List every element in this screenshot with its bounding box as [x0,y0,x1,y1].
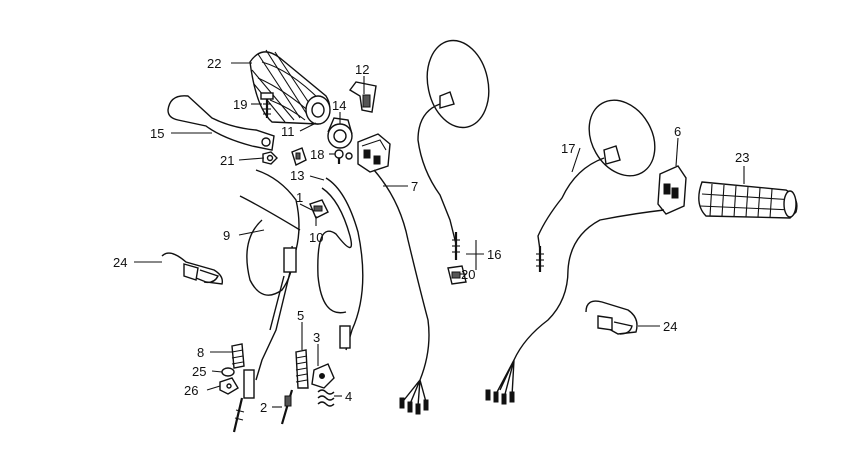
switch-wire-ends-left [399,397,429,415]
switch-wire-ends-right [485,389,515,405]
callout-20: 20 [461,267,475,282]
callout-24-right: 24 [663,319,677,334]
callout-18: 18 [310,147,324,162]
callout-1: 1 [296,190,303,205]
switch-housing [357,133,391,173]
switch-wiring-right [495,209,665,399]
callout-16: 16 [487,247,501,262]
callout-11: 11 [281,124,295,139]
callout-4: 4 [345,389,352,404]
right-switch [657,165,687,215]
callout-8: 8 [197,345,204,360]
callout-7: 7 [411,179,418,194]
clutch-cable-end [232,369,255,433]
callout-9: 9 [223,228,230,243]
callout-14: 14 [332,98,346,113]
callout-12: 12 [355,62,369,77]
adjuster-26 [219,377,239,395]
callout-13: 13 [290,168,304,183]
cable-end-2 [280,389,294,425]
callout-17: 17 [561,141,575,156]
callout-labels: 22 12 19 14 15 11 21 18 13 1 7 10 9 24 1… [113,56,749,415]
lever-nut [262,151,278,165]
callout-21: 21 [220,153,234,168]
adjuster-spring-5 [295,349,309,389]
left-mirror [417,39,490,260]
mirror-adapter [447,265,467,285]
callout-19: 19 [233,97,247,112]
callout-3: 3 [313,330,320,345]
throttle-grip [249,49,331,125]
callout-25: 25 [192,364,206,379]
lever-bolt [260,92,274,118]
cable-clip [309,199,329,219]
callout-24-left: 24 [113,255,127,270]
switch-wiring-left [373,169,430,407]
callout-6: 6 [674,124,681,139]
cable-holder-left [161,252,224,285]
callout-10: 10 [309,230,323,245]
spring-8 [231,343,245,369]
right-mirror [536,99,656,272]
lever-bracket [348,81,377,113]
callout-26: 26 [184,383,198,398]
clutch-lever [167,95,275,151]
spring-4 [317,389,335,407]
leader-lines [134,62,745,408]
cable-adjuster [291,147,307,166]
callout-22: 22 [207,56,221,71]
cable-joint-3 [311,363,335,389]
adjuster-nut-25 [221,367,235,377]
throttle-cable [317,177,364,351]
callout-23: 23 [735,150,749,165]
cable-holder-right [585,300,638,335]
right-grip [698,181,798,219]
clutch-cable [239,169,301,381]
callout-15: 15 [150,126,164,141]
switch-screw [334,149,353,164]
callout-2: 2 [260,400,267,415]
throttle-housing [327,117,353,149]
callout-5: 5 [297,308,304,323]
